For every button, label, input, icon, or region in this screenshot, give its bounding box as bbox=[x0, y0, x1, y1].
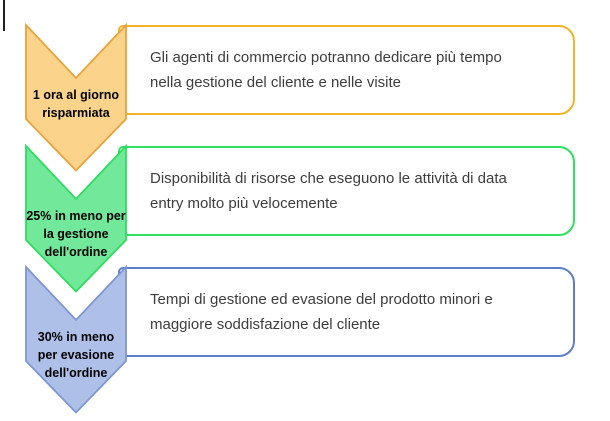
chevron-3-label: 30% in meno per evasione dell'ordine bbox=[37, 330, 115, 380]
benefit-box-2: Disponibilità di risorse che eseguono le… bbox=[118, 146, 575, 236]
chevron-down-arrow-icon bbox=[25, 22, 127, 172]
benefit-box-1: Gli agenti di commercio potranno dedicar… bbox=[118, 25, 575, 115]
chevron-down-arrow-icon bbox=[25, 264, 127, 414]
stray-border-line bbox=[3, 0, 5, 31]
chevron-1: 1 ora al giorno risparmiata bbox=[25, 22, 127, 172]
chevron-1-shape bbox=[25, 22, 127, 172]
benefit-box-1-text: Gli agenti di commercio potranno dedicar… bbox=[150, 49, 502, 91]
chevron-3: 30% in meno per evasione dell'ordine bbox=[25, 264, 127, 414]
chevron-2-label: 25% in meno per la gestione dell'ordine bbox=[26, 209, 126, 259]
benefit-box-3: Tempi di gestione ed evasione del prodot… bbox=[118, 267, 575, 357]
chevron-3-shape bbox=[25, 264, 127, 414]
benefit-box-2-text: Disponibilità di risorse che eseguono le… bbox=[150, 170, 507, 212]
chevron-down-arrow-icon bbox=[25, 143, 127, 293]
chevron-2-shape bbox=[25, 143, 127, 293]
chevron-2: 25% in meno per la gestione dell'ordine bbox=[25, 143, 127, 293]
chevron-1-label: 1 ora al giorno risparmiata bbox=[32, 88, 120, 120]
benefit-box-3-text: Tempi di gestione ed evasione del prodot… bbox=[150, 291, 493, 333]
